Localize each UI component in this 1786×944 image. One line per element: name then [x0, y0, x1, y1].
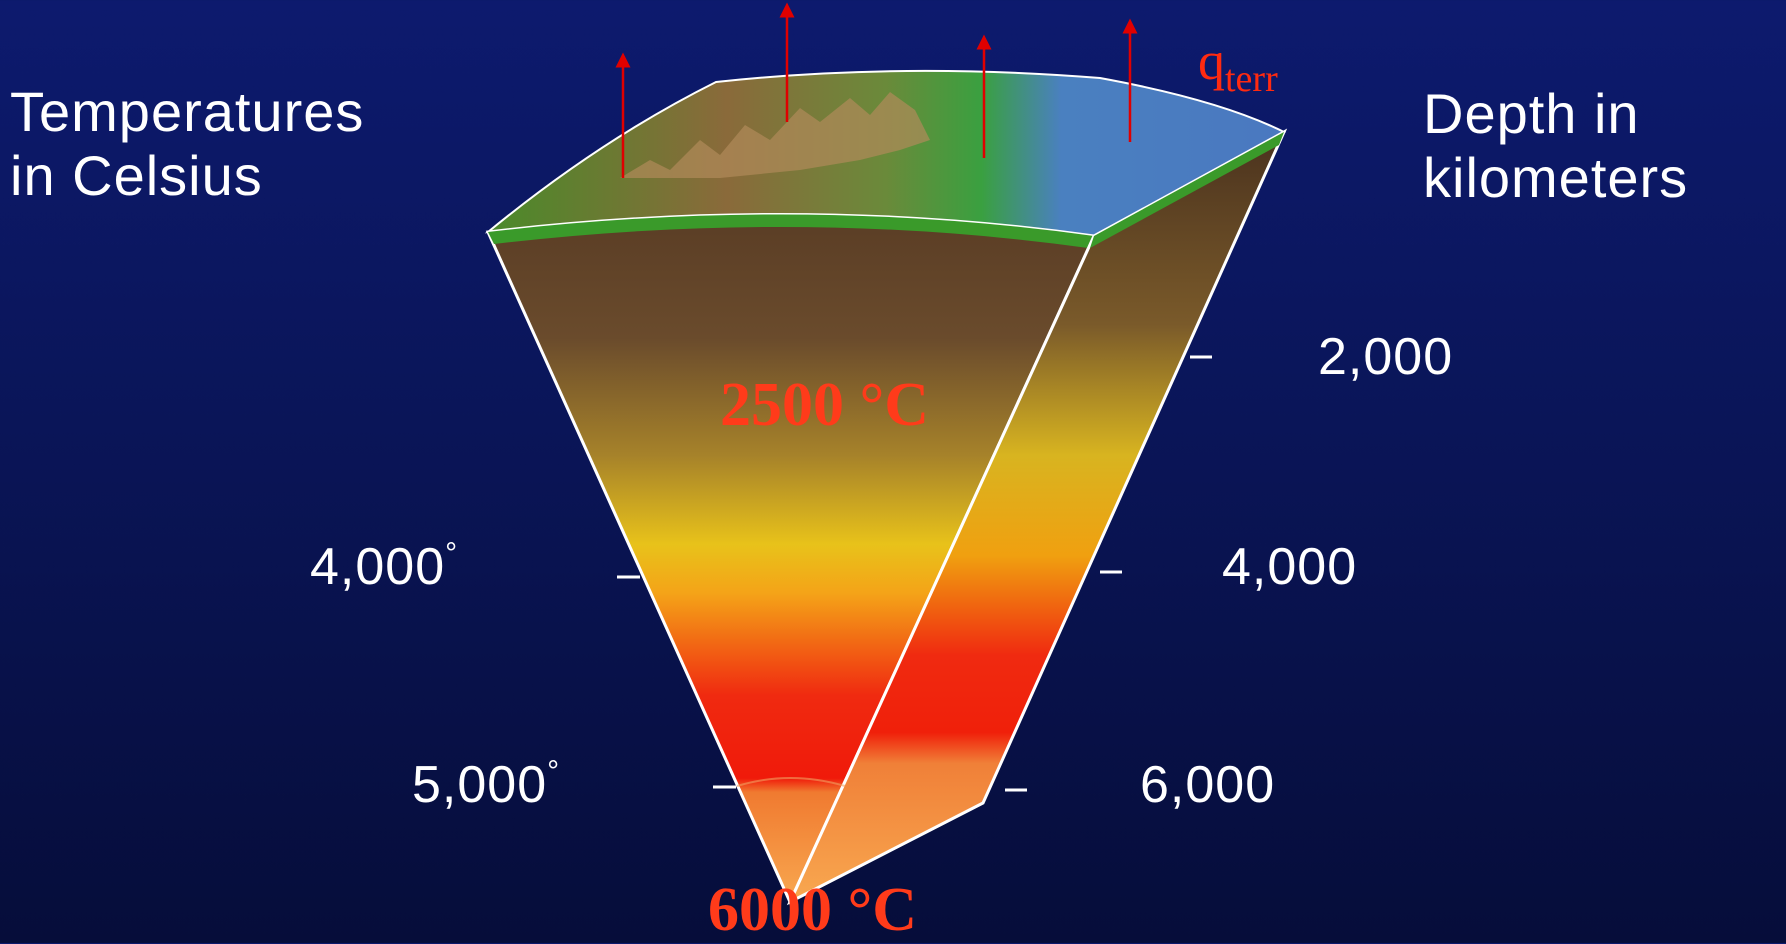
depth-label: 2,000	[1318, 328, 1454, 386]
temperature-label-value: 5,000	[412, 756, 548, 814]
temperature-label: 5,000°	[412, 755, 560, 815]
heat-flux-subscript: terr	[1225, 57, 1278, 100]
mantle-temperature-annotation: 2500 °C	[720, 371, 930, 439]
temperature-axis-title-line2: in Celsius	[10, 144, 263, 207]
side-face	[786, 128, 1288, 906]
heat-flux-symbol: q	[1198, 31, 1225, 91]
mountain-texture	[620, 92, 930, 178]
depth-axis-title-line2: kilometers	[1423, 146, 1689, 209]
side-crust-strip	[1090, 132, 1284, 248]
temperature-axis-title: Temperatures in Celsius	[10, 80, 364, 208]
depth-label: 4,000	[1222, 538, 1358, 596]
temperature-label: 4,000°	[310, 537, 458, 597]
degree-symbol: °	[445, 537, 459, 570]
core-temperature-annotation: 6000 °C	[708, 876, 918, 944]
temperature-axis-title-line1: Temperatures	[10, 80, 365, 143]
heat-flux-label: qterr	[1198, 30, 1278, 101]
temperature-label-value: 4,000	[310, 538, 446, 596]
depth-label: 6,000	[1140, 756, 1276, 814]
depth-axis-title-line1: Depth in	[1423, 82, 1640, 145]
core-boundary	[736, 777, 846, 787]
depth-axis-title: Depth in kilometers	[1423, 82, 1688, 210]
degree-symbol: °	[547, 755, 561, 788]
crust-strip	[488, 214, 1094, 248]
